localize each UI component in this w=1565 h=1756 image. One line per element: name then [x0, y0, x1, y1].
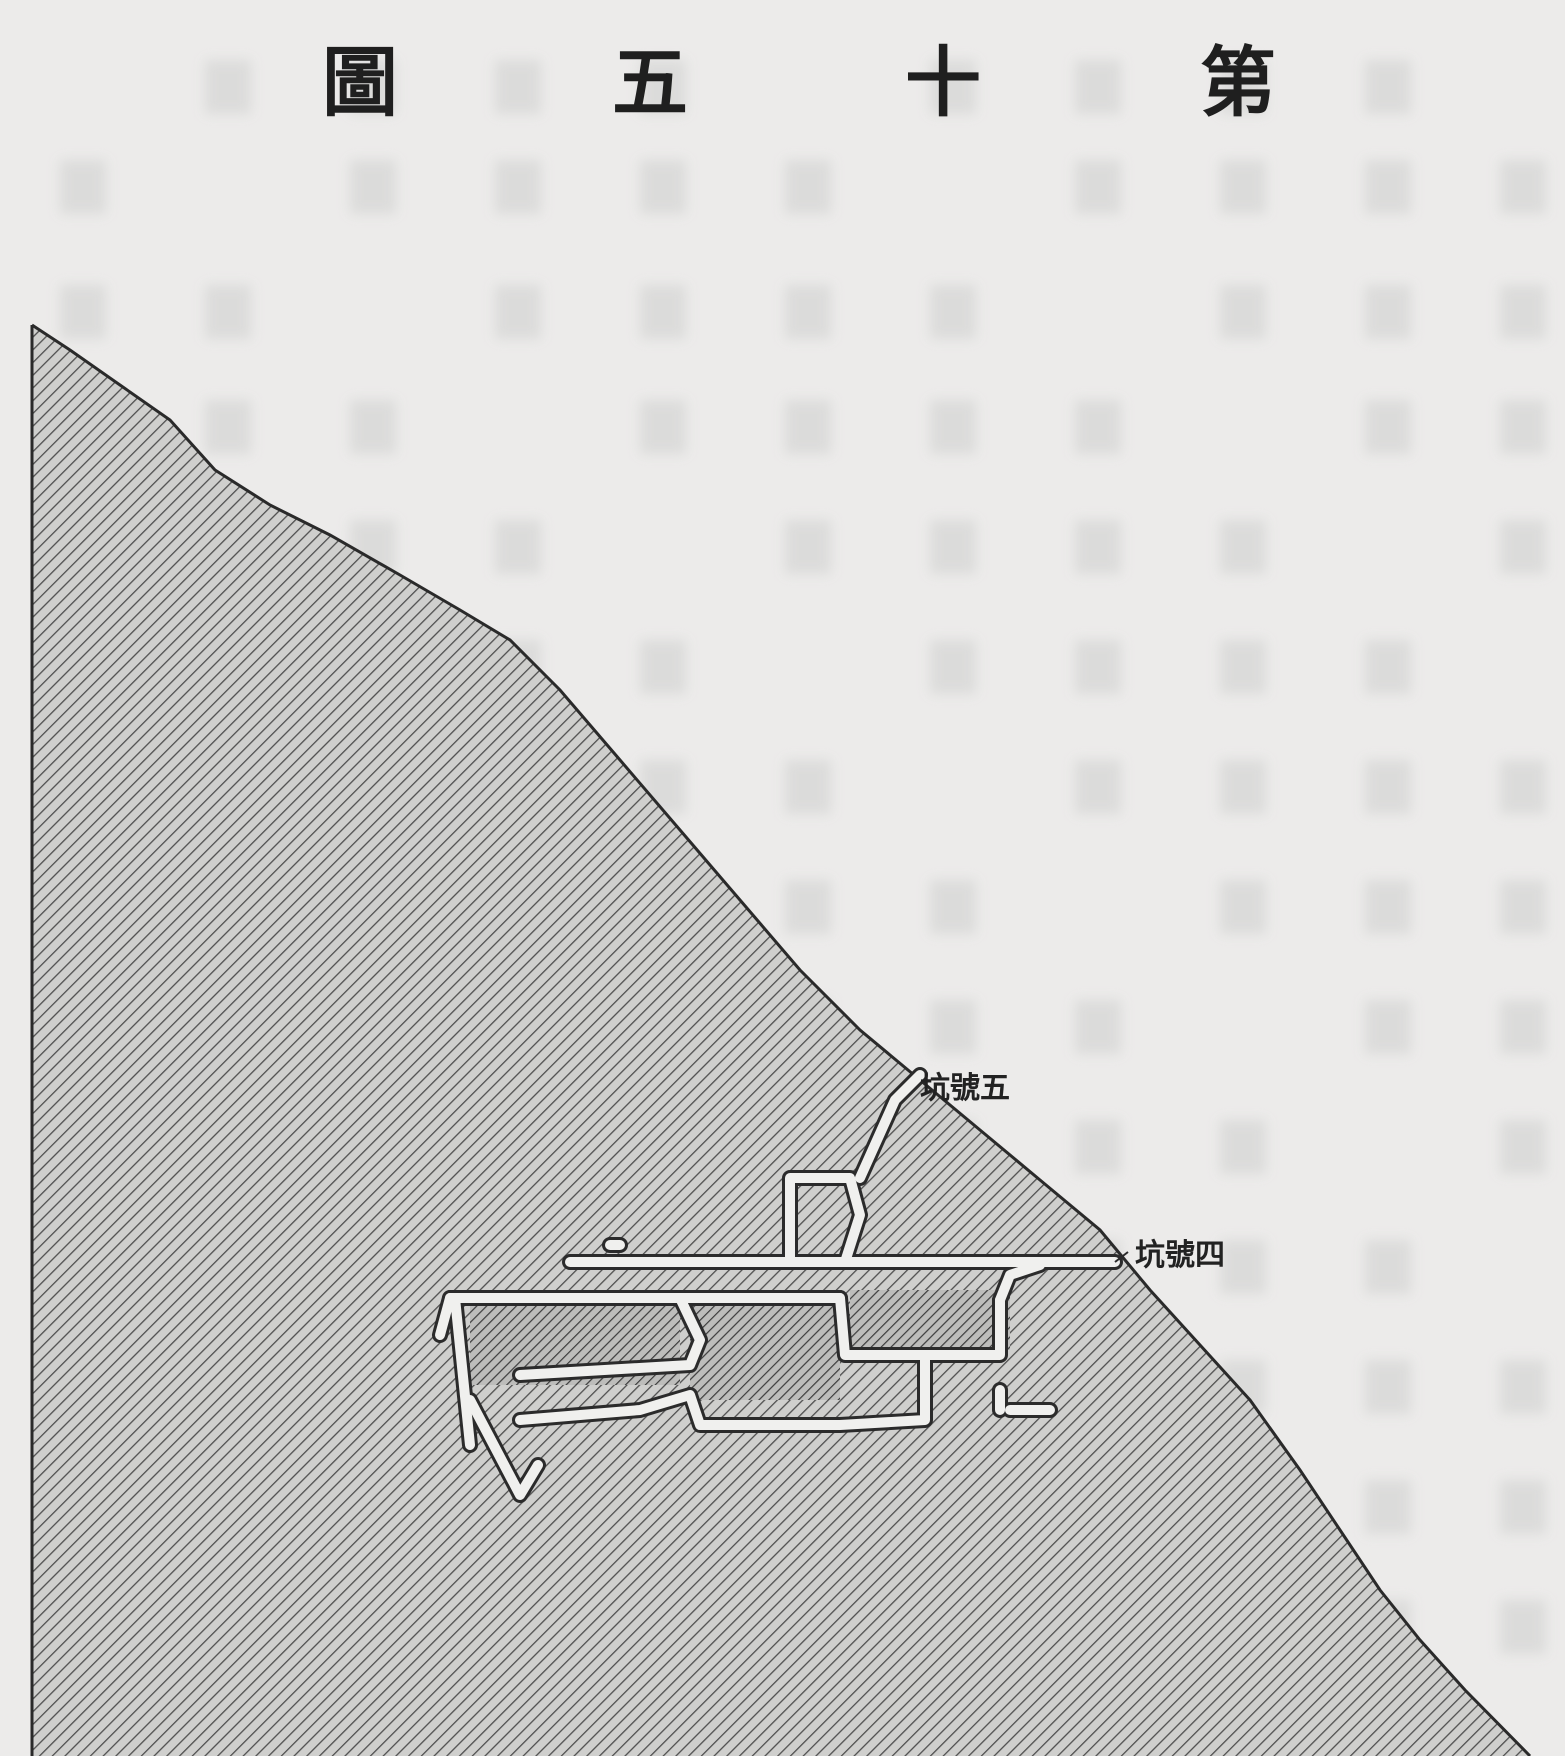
ore-block-2	[690, 1300, 840, 1400]
coastline	[31, 323, 1532, 1756]
title-char-4: 圖	[322, 38, 398, 127]
title-char-3: 五	[612, 38, 688, 127]
ore-block-3	[850, 1290, 1010, 1350]
rock-mass	[32, 325, 1530, 1756]
title-char-2: 十	[905, 38, 981, 127]
title-char-1: 第	[1200, 38, 1276, 127]
shaft-five-label: 坑號五	[920, 1071, 1010, 1106]
shaft-four-leader	[1114, 1251, 1129, 1263]
mine-workings	[432, 1067, 1123, 1503]
figure-title: 第 十 五 圖	[0, 38, 1565, 128]
shaft-four-label: 坑號四	[1135, 1238, 1225, 1273]
